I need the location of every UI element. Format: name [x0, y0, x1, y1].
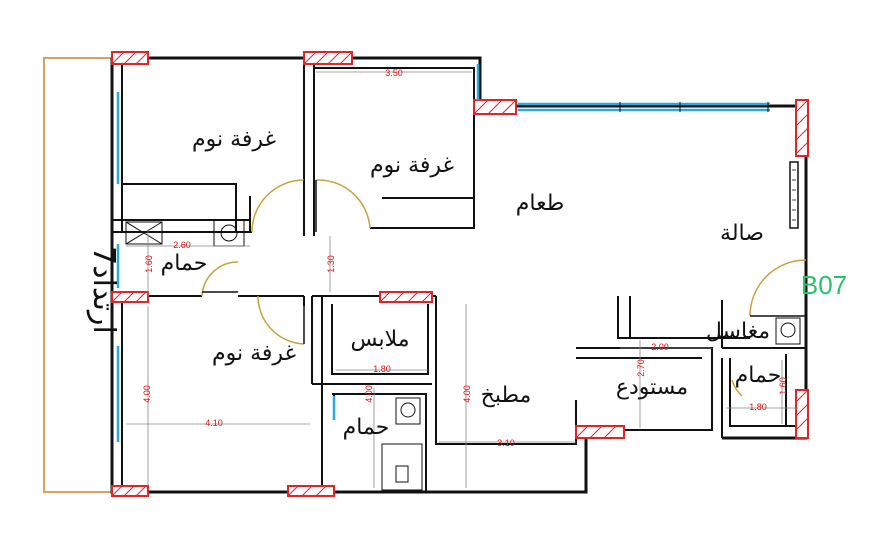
room-label-bath-right: حمام [735, 363, 782, 388]
dim-bedroom-lower-depth: 4.00 [142, 385, 152, 403]
room-label-laundry: مغاسل [706, 319, 770, 344]
dim-bath-left-width: 2.60 [173, 240, 191, 250]
room-label-bath-left: حمام [161, 251, 208, 276]
unit-code: B07 [801, 270, 847, 300]
door-leaves [202, 180, 806, 344]
windows [116, 64, 770, 442]
room-label-storage: مستودع [616, 375, 688, 400]
doors [201, 179, 807, 397]
tv-hatch [792, 169, 796, 221]
dim-bath-center-depth: 4.00 [364, 385, 374, 403]
dim-bedroom-lower-width: 4.10 [205, 418, 223, 428]
room-label-dining: طعام [516, 191, 564, 216]
terrace-outline [43, 57, 112, 493]
tv-unit [789, 161, 799, 229]
dimension-lines [126, 71, 798, 488]
dim-dressing-width: 1.80 [373, 364, 391, 374]
room-label-bath-center: حمام [343, 415, 390, 440]
column-hatch [111, 51, 809, 497]
room-label-kitchen: مطبخ [481, 383, 532, 408]
setback-label: ارتداد7 [86, 246, 121, 334]
dim-bath-left-depth: 1.60 [144, 255, 154, 273]
dim-bath-right-depth: 1.60 [778, 377, 788, 395]
dim-kitchen-depth: 4.00 [462, 385, 472, 403]
dim-corridor: 1.30 [326, 255, 336, 273]
room-label-living: صالة [720, 221, 764, 246]
window-mullions [619, 102, 769, 112]
interior-walls [112, 58, 806, 492]
bath-fixtures [125, 219, 801, 491]
room-label-bedroom-top-left: غرفة نوم [192, 127, 276, 152]
room-label-bedroom-lower: غرفة نوم [212, 341, 296, 366]
dim-bedroom-middle-width: 3.50 [385, 68, 403, 78]
dim-bath-right-width: 1.80 [749, 402, 767, 412]
room-label-bedroom-top-middle: غرفة نوم [370, 153, 454, 178]
dim-storage-depth: 2.70 [636, 359, 646, 377]
dim-storage-width: 2.00 [651, 342, 669, 352]
room-label-dressing: ملابس [350, 327, 409, 352]
dim-kitchen-width: 3.10 [497, 438, 515, 448]
